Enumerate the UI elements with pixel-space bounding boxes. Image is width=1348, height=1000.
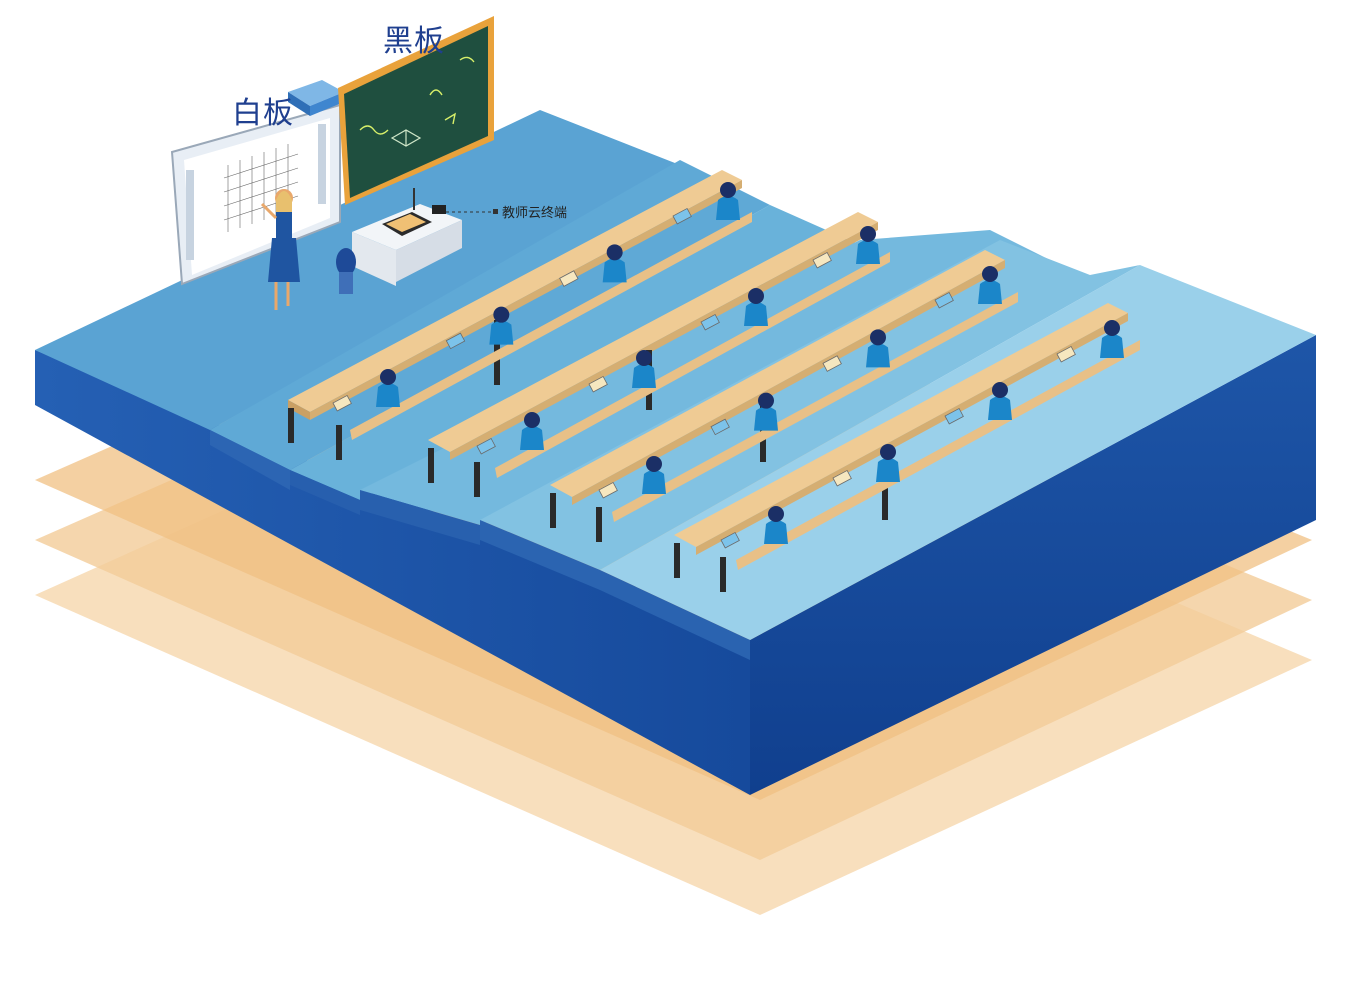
student xyxy=(754,392,778,431)
book-icon xyxy=(822,355,842,372)
whiteboard xyxy=(170,103,341,286)
desk-row-1 xyxy=(288,170,752,460)
laptop-icon xyxy=(710,418,730,436)
student xyxy=(602,244,627,283)
desk-items xyxy=(332,207,1076,549)
book-icon xyxy=(812,251,832,269)
student xyxy=(376,369,400,407)
teacher-terminal-label: 教师云终端 xyxy=(502,206,568,221)
student xyxy=(866,329,890,368)
book-icon xyxy=(832,469,852,487)
student xyxy=(716,182,740,220)
whiteboard-label: 白板 xyxy=(232,96,294,131)
student xyxy=(988,382,1012,420)
laptop-icon xyxy=(720,531,740,549)
desk-row-4 xyxy=(674,303,1140,592)
teacher-desk xyxy=(352,188,462,286)
student xyxy=(764,506,788,544)
desk-rows xyxy=(288,170,1140,592)
book-icon xyxy=(390,129,422,147)
blackboard-label: 黑板 xyxy=(383,24,445,59)
book-icon xyxy=(332,394,352,412)
student xyxy=(876,444,900,482)
student xyxy=(978,266,1002,304)
book-icon xyxy=(1056,345,1076,363)
student xyxy=(744,288,768,326)
student xyxy=(1100,320,1124,358)
student xyxy=(520,412,544,450)
laptop-icon xyxy=(944,407,964,425)
laptop-icon xyxy=(672,207,692,225)
projector-icon xyxy=(288,80,344,116)
book-icon xyxy=(559,270,579,287)
plant-icon xyxy=(336,248,356,294)
laptop-icon xyxy=(700,313,720,331)
students xyxy=(376,182,1124,544)
desk-row-2 xyxy=(428,212,890,497)
teacher xyxy=(260,189,300,310)
laptop-icon xyxy=(934,291,954,309)
laptop-icon xyxy=(476,437,496,455)
book-icon xyxy=(588,375,608,393)
student xyxy=(632,350,656,388)
student xyxy=(856,226,880,264)
terminal-callout xyxy=(446,209,498,214)
desk-row-3 xyxy=(550,250,1018,542)
student xyxy=(642,456,666,494)
blackboard xyxy=(338,16,494,205)
book-icon xyxy=(598,481,618,499)
student xyxy=(489,306,514,345)
laptop-icon xyxy=(445,332,466,350)
